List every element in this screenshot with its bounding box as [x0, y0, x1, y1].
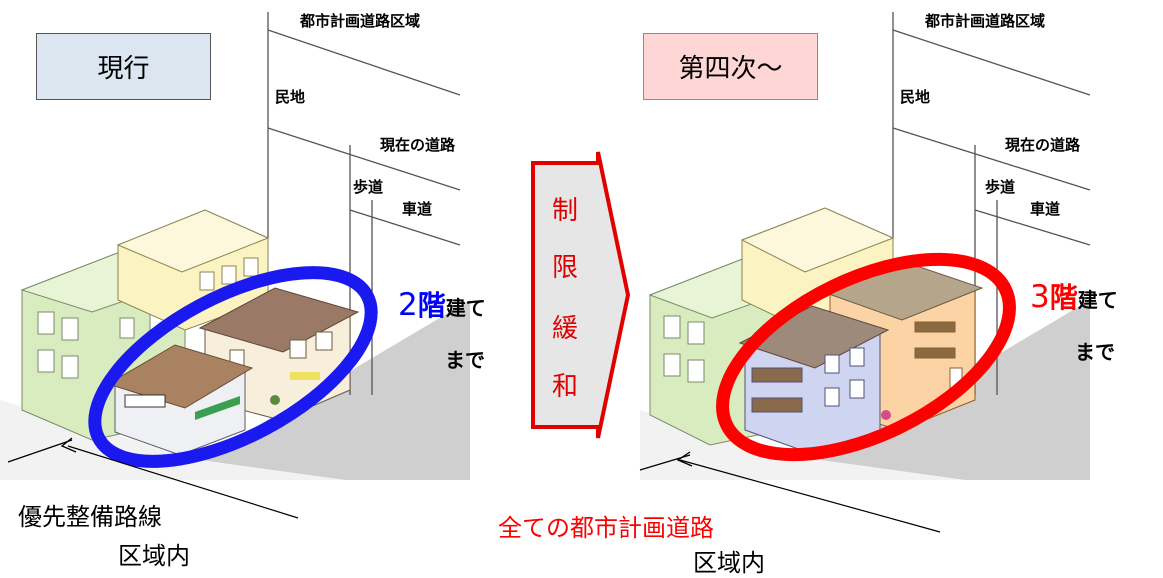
left-floor-suffix: 建て — [445, 296, 486, 320]
arrow-char-2: 限 — [552, 253, 579, 283]
left-sidewalk-label: 歩道 — [353, 178, 384, 196]
left-scene — [0, 12, 470, 519]
right-title-box: 第四次～ — [643, 33, 818, 100]
relaxation-arrow — [531, 151, 631, 439]
right-floor-made: まで — [1075, 340, 1115, 364]
right-scene — [639, 12, 1091, 533]
left-floor-number: 2 — [398, 287, 418, 323]
right-area-line2: 区域内 — [693, 549, 765, 577]
area-pointer-line — [679, 459, 941, 533]
right-zone-label: 都市計画道路区域 — [925, 12, 1046, 30]
ground — [640, 410, 965, 480]
right-roadway-label: 車道 — [1030, 200, 1061, 218]
area-pointer-line — [67, 445, 299, 519]
highlight-ellipse-red — [716, 252, 1016, 462]
left-private-label: 民地 — [275, 88, 306, 106]
left-title-box: 現行 — [36, 33, 211, 100]
arrow-char-3: 緩 — [552, 314, 579, 344]
left-roadway-label: 車道 — [402, 200, 433, 218]
left-area-line1: 優先整備路線 — [18, 503, 162, 531]
arrow-char-1: 制 — [552, 196, 579, 226]
right-floor-suffix: 建て — [1077, 288, 1118, 312]
left-current-road-label: 現在の道路 — [380, 136, 456, 154]
left-floor-limit: 2階建て — [398, 284, 486, 324]
left-zone-label: 都市計画道路区域 — [300, 12, 421, 30]
left-floor-made: まで — [445, 348, 485, 372]
right-floor-limit: 3階建て — [1030, 276, 1118, 316]
arrow-char-4: 和 — [552, 372, 579, 402]
ground — [0, 400, 345, 480]
right-area-line1: 全ての都市計画道路 — [498, 514, 714, 542]
right-sidewalk-label: 歩道 — [985, 178, 1016, 196]
area-pointer-arrow — [60, 437, 77, 453]
right-floor-number: 3 — [1030, 279, 1050, 315]
right-floor-kai: 階 — [1049, 281, 1078, 314]
right-private-label: 民地 — [900, 88, 931, 106]
left-area-line2: 区域内 — [118, 542, 190, 570]
right-current-road-label: 現在の道路 — [1005, 136, 1081, 154]
highlight-ellipse-blue — [88, 266, 378, 468]
left-floor-kai: 階 — [417, 289, 446, 322]
area-pointer-arrow — [676, 451, 693, 467]
house-brown-roof — [198, 287, 360, 353]
